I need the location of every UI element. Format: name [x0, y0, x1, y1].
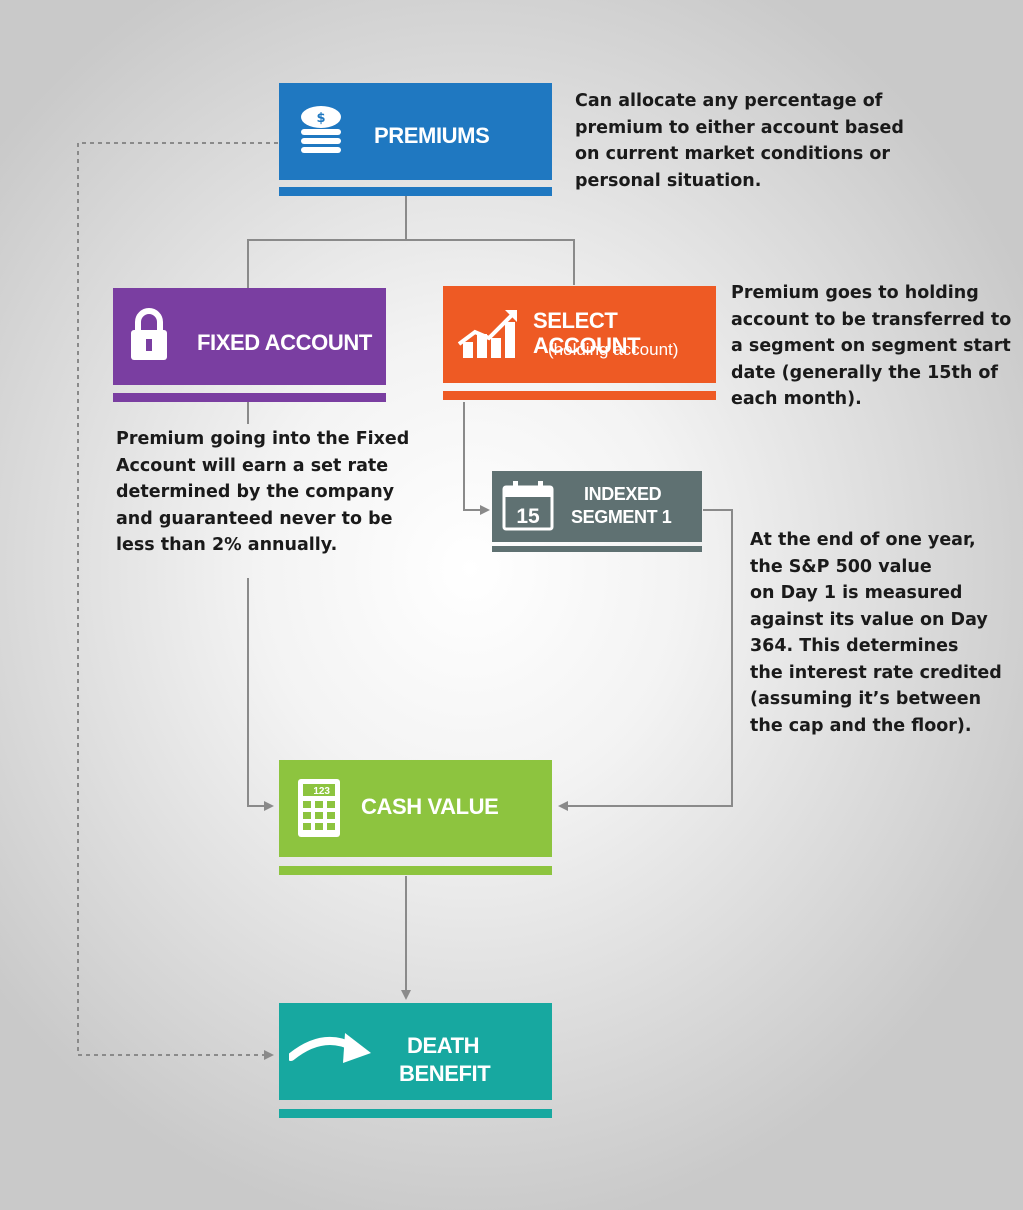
calculator-display: 123	[313, 786, 330, 797]
select-to-indexed-connector	[463, 402, 490, 515]
premiums-note: Can allocate any percentage of premium t…	[575, 91, 904, 191]
curved-arrow-icon	[287, 1029, 373, 1078]
indexed-segment-strip	[492, 546, 702, 552]
death-benefit-title-line2: BENEFIT	[399, 1061, 491, 1086]
fixed-to-cash-connector-lower	[247, 578, 274, 811]
premiums-to-fixed-connector	[247, 239, 575, 288]
fixed-account-box: FIXED ACCOUNT	[113, 288, 386, 385]
premiums-box: $ PREMIUMS	[279, 83, 552, 180]
calendar-icon: 15	[502, 481, 554, 536]
svg-text:$: $	[316, 111, 325, 126]
indexed-segment-box: 15 INDEXED SEGMENT 1	[492, 471, 702, 542]
death-benefit-box: DEATH BENEFIT	[279, 1003, 552, 1100]
select-account-box: SELECT ACCOUNT (holding account)	[443, 286, 716, 383]
indexed-to-cash-connector	[558, 509, 733, 811]
lock-icon	[129, 308, 169, 367]
calendar-day: 15	[516, 505, 540, 528]
select-account-subtitle: (holding account)	[548, 340, 679, 359]
premiums-strip	[279, 187, 552, 196]
calculator-icon: 123	[297, 778, 341, 843]
fixed-account-note: Premium going into the Fixed Account wil…	[116, 429, 410, 555]
select-account-title: SELECT ACCOUNT	[533, 308, 641, 359]
premiums-to-death-dashed-connector	[77, 142, 278, 1060]
coins-icon: $	[295, 103, 351, 166]
death-benefit-title-line1: DEATH	[407, 1033, 480, 1058]
cash-value-title: CASH VALUE	[361, 794, 499, 819]
cash-value-strip	[279, 866, 552, 875]
indexed-segment-note: At the end of one year, the S&P 500 valu…	[750, 530, 1002, 736]
fixed-account-strip	[113, 393, 386, 402]
select-account-note: Premium goes to holding account to be tr…	[731, 283, 1012, 409]
select-account-strip	[443, 391, 716, 400]
indexed-segment-title-line2: SEGMENT 1	[571, 507, 672, 527]
fixed-account-title: FIXED ACCOUNT	[197, 330, 372, 355]
rising-chart-icon	[457, 304, 519, 365]
indexed-segment-title-line1: INDEXED	[584, 484, 662, 504]
premiums-title: PREMIUMS	[374, 123, 490, 148]
cash-value-box: 123 CASH VALUE	[279, 760, 552, 857]
death-benefit-strip	[279, 1109, 552, 1118]
